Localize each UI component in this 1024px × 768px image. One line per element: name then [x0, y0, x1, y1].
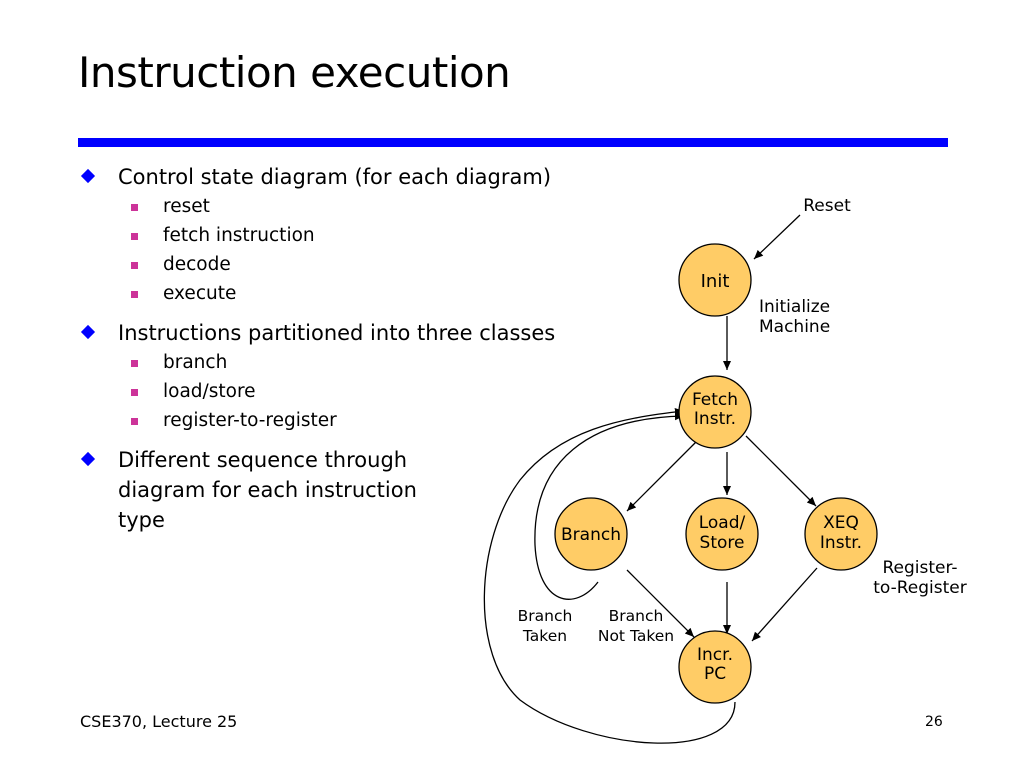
arrow-branch-taken-to-fetch	[534, 412, 685, 600]
label-branch-not-taken: Not Taken	[598, 627, 674, 645]
label-initialize: Machine	[759, 317, 830, 337]
sub-bullet-text: load/store	[163, 381, 256, 402]
label-branch-taken: Taken	[522, 627, 567, 645]
sub-bullet-item: register-to-register	[118, 406, 638, 435]
state-fetch-label: Fetch	[692, 390, 738, 410]
sub-bullet-text: register-to-register	[163, 410, 337, 431]
bullet-text: Different sequence through diagram for e…	[118, 448, 417, 532]
square-bullet-icon	[131, 262, 138, 269]
title-rule	[78, 138, 948, 147]
state-incr: Incr. PC	[678, 630, 752, 704]
state-init-label: Init	[701, 271, 730, 292]
sub-bullet-text: branch	[163, 352, 228, 373]
arrow-reset-to-init	[753, 214, 801, 260]
square-bullet-icon	[131, 233, 138, 240]
square-bullet-icon	[131, 360, 138, 367]
arrow-fetch-to-branch	[626, 440, 698, 512]
state-loadstore-label: Load/	[699, 513, 746, 533]
bullet-text: Control state diagram (for each diagram)	[118, 165, 552, 189]
square-bullet-icon	[131, 418, 138, 425]
sub-bullet-item: load/store	[118, 377, 638, 406]
label-reset: Reset	[803, 196, 851, 216]
state-loadstore-label: Store	[700, 533, 745, 553]
square-bullet-icon	[131, 204, 138, 211]
page-number: 26	[925, 714, 943, 730]
state-xeq-label: XEQ	[823, 513, 859, 533]
bullet-different-sequence: Different sequence through diagram for e…	[78, 445, 638, 535]
footer-course: CSE370, Lecture 25	[80, 712, 238, 731]
state-xeq: XEQ Instr.	[804, 497, 878, 571]
state-loadstore: Load/ Store	[685, 497, 759, 571]
state-branch: Branch	[554, 497, 628, 571]
arrow-xeq-to-incr	[751, 567, 818, 642]
state-fetch: Fetch Instr.	[678, 375, 752, 449]
sub-bullet-item: fetch instruction	[118, 221, 638, 250]
sub-bullet-item: execute	[118, 279, 638, 308]
sub-bullet-item: branch	[118, 348, 638, 377]
sub-bullet-item: decode	[118, 250, 638, 279]
state-incr-label: PC	[704, 664, 726, 684]
bullet-text: Instructions partitioned into three clas…	[118, 321, 556, 345]
bullet-list: Control state diagram (for each diagram)…	[78, 162, 638, 545]
slide-title: Instruction execution	[78, 48, 511, 97]
label-initialize: Initialize	[759, 297, 830, 317]
label-branch-not-taken: Branch	[609, 607, 664, 625]
arrow-incr-to-fetch	[483, 408, 736, 744]
label-branch-taken: Branch	[518, 607, 573, 625]
arrow-branch-to-incr	[626, 569, 695, 638]
state-init: Init	[678, 243, 752, 317]
state-fetch-label: Instr.	[694, 409, 736, 429]
bullet-instruction-classes: Instructions partitioned into three clas…	[78, 318, 638, 435]
sub-bullet-text: execute	[163, 283, 237, 304]
state-incr-label: Incr.	[697, 645, 733, 665]
label-reg-to-reg: to-Register	[873, 578, 967, 598]
square-bullet-icon	[131, 389, 138, 396]
bullet-control-state: Control state diagram (for each diagram)…	[78, 162, 638, 308]
sub-bullet-item: reset	[118, 192, 638, 221]
square-bullet-icon	[131, 291, 138, 298]
state-xeq-label: Instr.	[820, 533, 862, 553]
sub-bullet-text: fetch instruction	[163, 225, 315, 246]
sub-bullet-text: decode	[163, 254, 231, 275]
sub-bullet-text: reset	[163, 196, 210, 217]
state-branch-label: Branch	[561, 525, 621, 545]
label-reg-to-reg: Register-	[882, 558, 957, 578]
sub-bullet-list: reset fetch instruction decode execute	[118, 192, 638, 308]
sub-bullet-list: branch load/store register-to-register	[118, 348, 638, 435]
arrow-fetch-to-xeq	[745, 435, 817, 507]
